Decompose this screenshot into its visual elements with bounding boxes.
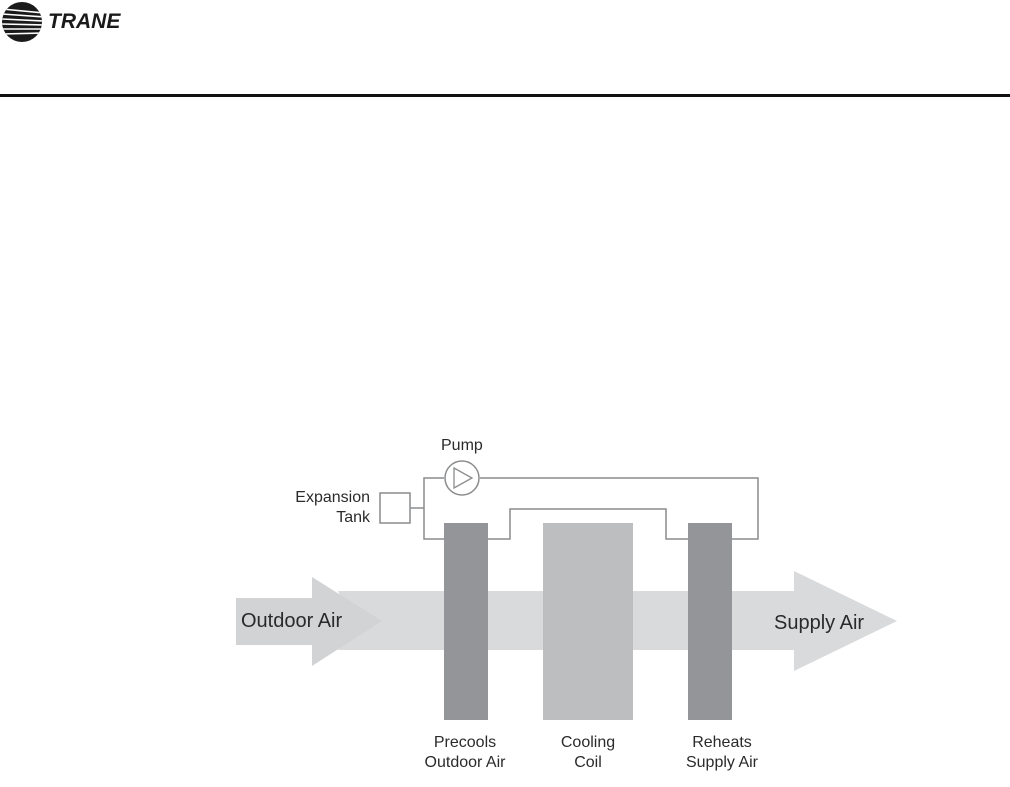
expansion-tank-label-line2: Tank — [336, 509, 370, 526]
cooling-coil — [543, 523, 633, 720]
reheat-coil-label: Reheats Supply Air — [685, 734, 759, 771]
cooling-coil-label: Cooling Coil — [560, 734, 616, 771]
pump-icon — [444, 460, 480, 496]
precool-coil — [444, 523, 488, 720]
expansion-tank-icon — [379, 492, 411, 524]
reheat-coil — [688, 523, 732, 720]
pump-label: Pump — [441, 437, 483, 454]
precool-coil-label: Precools Outdoor Air — [424, 734, 506, 771]
brand-wordmark: TRANE — [48, 10, 121, 33]
trane-logo-icon: TRANE — [2, 2, 121, 42]
outdoor-air-label: Outdoor Air — [241, 610, 343, 632]
heat-pipe-loop — [410, 477, 759, 540]
header-divider — [0, 94, 1010, 97]
supply-air-label: Supply Air — [774, 612, 865, 634]
expansion-tank-label-line1: Expansion — [295, 489, 370, 506]
outdoor-air-arrow — [236, 577, 382, 666]
